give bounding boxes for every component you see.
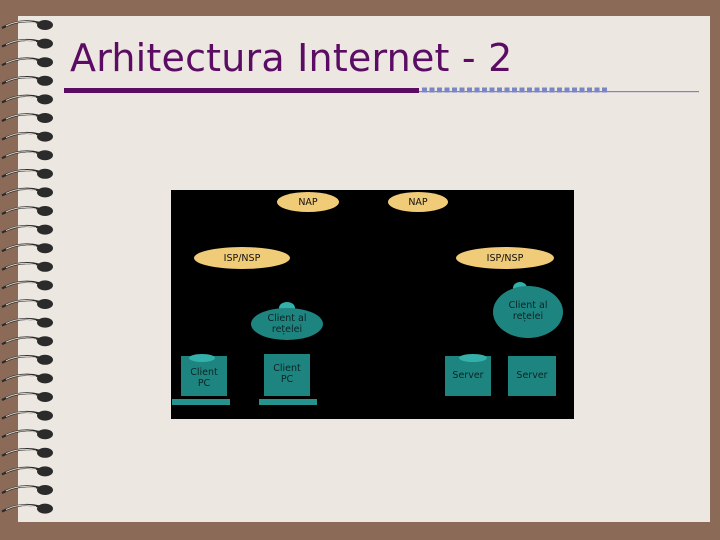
spiral-ring: [1, 20, 53, 30]
network-client-right-body: [493, 286, 563, 338]
client-pc-1-base: [172, 399, 230, 405]
client-pc-1-cap: [189, 354, 215, 362]
title-underline-dash: [519, 87, 525, 93]
title-underline: [64, 87, 699, 93]
title-underline-dash: [542, 87, 547, 93]
title-underline-dash: [594, 87, 600, 93]
spiral-ring: [1, 447, 53, 458]
server-1-label: Server: [452, 370, 484, 381]
spiral-ring: [1, 113, 53, 123]
spiral-ring: [1, 410, 53, 421]
title-underline-dash: [579, 87, 585, 93]
spiral-ring: [1, 75, 53, 86]
spiral-ring: [1, 503, 53, 514]
title-underline-dash: [504, 87, 510, 93]
title-underline-dash: [459, 87, 465, 93]
title-underline-dash: [564, 87, 570, 93]
spiral-binding: [1, 20, 53, 514]
title-underline-dash: [444, 87, 450, 93]
slide-title: Arhitectura Internet - 2: [70, 36, 513, 80]
nap-left-label: NAP: [298, 196, 318, 208]
title-underline-dash: [534, 87, 540, 93]
title-underline-dashes: [422, 87, 607, 93]
spiral-ring: [1, 150, 53, 161]
spiral-ring: [1, 94, 53, 105]
client-pc-1-box: [181, 356, 227, 396]
isp-left-label: ISP/NSP: [223, 252, 261, 264]
title-underline-dash: [527, 87, 532, 93]
spiral-ring: [1, 373, 53, 384]
spiral-ring: [1, 429, 53, 440]
title-underline-dash: [429, 87, 435, 93]
spiral-ring: [1, 485, 53, 495]
title-underline-dash: [489, 87, 495, 93]
spiral-ring: [1, 299, 53, 309]
network-client-right-label: Client al rețelei: [508, 300, 548, 322]
spiral-ring: [1, 466, 53, 477]
server-1-cap: [459, 354, 487, 362]
title-underline-dash: [557, 87, 562, 93]
title-underline-dash: [497, 87, 502, 93]
server-1-box: [445, 356, 491, 396]
client-pc-2-box: [264, 354, 310, 396]
spiral-ring: [1, 38, 53, 49]
spiral-ring: [1, 224, 53, 235]
spiral-ring: [1, 206, 53, 216]
nap-left-oval: NAP: [277, 192, 339, 212]
spiral-ring: [1, 243, 53, 254]
spiral-ring: [1, 392, 53, 402]
title-underline-dash: [474, 87, 480, 93]
spiral-ring: [1, 336, 53, 347]
spiral-ring: [1, 280, 53, 291]
title-underline-dash: [572, 87, 577, 93]
spiral-ring: [1, 168, 53, 179]
isp-right-label: ISP/NSP: [486, 252, 524, 264]
title-underline-dash: [482, 87, 487, 93]
network-client-left-body: [251, 308, 323, 340]
server-2-label: Server: [516, 370, 548, 381]
spiral-ring: [1, 261, 53, 272]
title-underline-dash: [422, 87, 427, 93]
title-underline-dash: [602, 87, 607, 93]
network-client-left-label: Client al rețelei: [267, 313, 307, 335]
nap-right-label: NAP: [408, 196, 428, 208]
spiral-ring: [1, 187, 53, 198]
spiral-ring: [1, 57, 53, 68]
isp-left-oval: ISP/NSP: [194, 247, 290, 269]
title-underline-solid: [64, 88, 419, 93]
title-underline-dash: [512, 87, 517, 93]
spiral-ring: [1, 354, 53, 365]
title-underline-dash: [587, 87, 592, 93]
spiral-ring: [1, 131, 53, 142]
nap-right-oval: NAP: [388, 192, 448, 212]
server-2-box: [508, 356, 556, 396]
client-pc-2-label: Client PC: [273, 363, 301, 385]
client-pc-2-base: [259, 399, 317, 405]
title-underline-dash: [437, 87, 442, 93]
title-underline-dash: [452, 87, 457, 93]
internet-architecture-diagram: NAP NAP ISP/NSP ISP/NSP Client al rețele…: [171, 190, 574, 419]
isp-right-oval: ISP/NSP: [456, 247, 554, 269]
client-pc-1-label: Client PC: [190, 367, 218, 389]
title-underline-dash: [467, 87, 472, 93]
title-underline-dash: [549, 87, 555, 93]
spiral-ring: [1, 317, 53, 328]
